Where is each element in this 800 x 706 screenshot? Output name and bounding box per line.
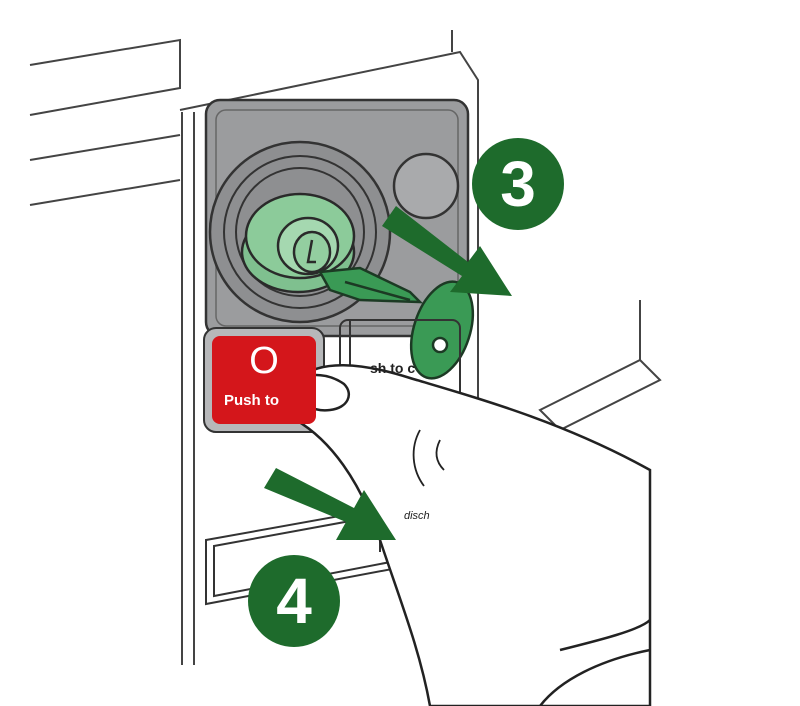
arrow-right-icon: [382, 206, 512, 296]
key-icon: [317, 266, 475, 380]
arrow-right-icon-lower: [264, 468, 396, 540]
step-4-badge: 4: [248, 555, 340, 647]
housing: [29, 30, 662, 665]
hand-pointer-icon: [286, 364, 652, 706]
indicator-label: disch: [404, 510, 430, 522]
off-symbol: O: [249, 340, 279, 382]
off-button-label: Push to: [224, 392, 279, 409]
off-button: O Push to: [212, 336, 316, 424]
on-button-label: sh to c: [370, 360, 416, 376]
step-3-badge: 3: [472, 138, 564, 230]
